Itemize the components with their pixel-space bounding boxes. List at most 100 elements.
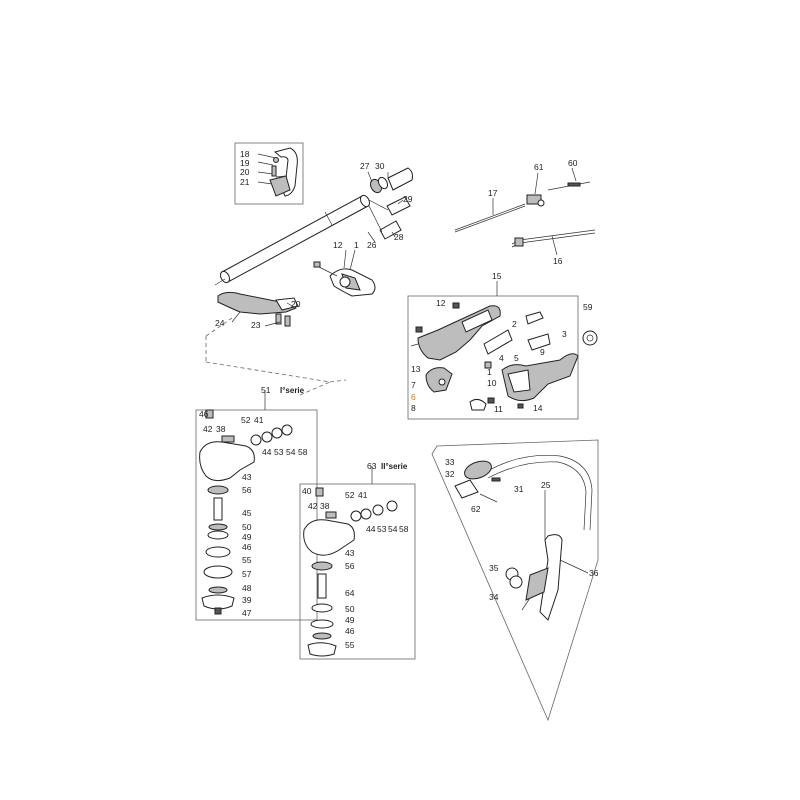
inset-frame	[234, 142, 304, 205]
callout-16: 16	[553, 256, 563, 266]
gearbox-second-series	[299, 483, 416, 660]
callout-20: 20	[240, 167, 250, 177]
callout-33: 33	[445, 457, 455, 467]
callout-45: 45	[242, 508, 252, 518]
callout-38: 38	[216, 424, 226, 434]
cap-part	[464, 460, 492, 480]
callout-63: 63	[367, 461, 377, 471]
callout-15: 15	[492, 271, 502, 281]
gear-head-part	[199, 441, 255, 482]
callout-41: 41	[358, 490, 368, 500]
gear-head-ii-part	[303, 519, 355, 556]
callout-18: 18	[240, 149, 250, 159]
callout-54: 54	[286, 447, 296, 457]
callout-53: 53	[274, 447, 284, 457]
series-label-first: I°serie	[280, 386, 305, 395]
callout-31: 31	[514, 484, 524, 494]
callout-41: 41	[254, 415, 264, 425]
series-label-second: II°serie	[381, 462, 408, 471]
callout-58: 58	[399, 524, 409, 534]
callout-52: 52	[241, 415, 251, 425]
callout-43: 43	[242, 472, 252, 482]
callout-14: 14	[533, 403, 543, 413]
callout-5: 5	[514, 353, 519, 363]
callout-52: 52	[345, 490, 355, 500]
throttle-housing-box	[407, 295, 598, 420]
shaft-clamp	[313, 261, 376, 297]
callout-25: 25	[541, 480, 551, 490]
callout-49: 49	[242, 532, 252, 542]
callout-4: 4	[499, 353, 504, 363]
callout-29: 29	[403, 194, 413, 204]
callout-46: 46	[199, 409, 209, 419]
callout-34: 34	[489, 592, 499, 602]
callout-64: 64	[345, 588, 355, 598]
callout-61: 61	[534, 162, 544, 172]
callout-59: 59	[583, 302, 593, 312]
throttle-cable-assembly	[454, 181, 596, 248]
housing-frame	[407, 295, 579, 420]
callout-21: 21	[240, 177, 250, 187]
callout-42: 42	[203, 424, 213, 434]
callout-1: 1	[354, 240, 359, 250]
callout-7: 7	[411, 380, 416, 390]
callout-46: 46	[345, 626, 355, 636]
coupling-part	[386, 196, 411, 216]
callout-62: 62	[471, 504, 481, 514]
handle-clamp-part	[269, 175, 291, 197]
sleeve-part	[379, 220, 402, 240]
handle-grip-assembly	[205, 291, 347, 396]
callout-10: 10	[487, 378, 497, 388]
callout-8: 8	[411, 403, 416, 413]
callout-32: 32	[445, 469, 455, 479]
callout-13: 13	[411, 364, 421, 374]
callout-51: 51	[261, 385, 271, 395]
callout-20: 20	[291, 299, 301, 309]
callout-38: 38	[320, 501, 330, 511]
callout-11: 11	[494, 404, 503, 414]
callout-47: 47	[242, 608, 252, 618]
callout-50: 50	[242, 522, 252, 532]
callout-30: 30	[375, 161, 385, 171]
flex-shaft-assembly	[431, 439, 599, 722]
leader-lines	[231, 167, 589, 574]
callout-53: 53	[377, 524, 387, 534]
callout-2: 2	[512, 319, 517, 329]
gearbox2-frame	[299, 483, 416, 660]
callout-40: 40	[302, 486, 312, 496]
callout-56: 56	[242, 485, 252, 495]
callout-54: 54	[388, 524, 398, 534]
gearbox-first-series	[195, 409, 318, 621]
callout-43: 43	[345, 548, 355, 558]
callout-49: 49	[345, 615, 355, 625]
callout-27: 27	[360, 161, 370, 171]
callout-23: 23	[251, 320, 261, 330]
callout-44: 44	[262, 447, 272, 457]
callout-24: 24	[215, 318, 225, 328]
callout-39: 39	[242, 595, 252, 605]
callout-58: 58	[298, 447, 308, 457]
callout-19: 19	[240, 158, 250, 168]
callout-44: 44	[366, 524, 376, 534]
callout-12: 12	[436, 298, 446, 308]
callout-12: 12	[333, 240, 343, 250]
callout-35: 35	[489, 563, 499, 573]
callout-57: 57	[242, 569, 252, 579]
callout-labels: 18 19 20 21 27 30 29 28 26 12 1 20 24 23…	[199, 149, 599, 650]
callout-36: 36	[589, 568, 599, 578]
callout-9: 9	[540, 347, 545, 357]
callout-56: 56	[345, 561, 355, 571]
callout-17: 17	[488, 188, 498, 198]
callout-55: 55	[345, 640, 355, 650]
callout-48: 48	[242, 583, 252, 593]
flex-shaft-frame	[431, 439, 599, 722]
callout-1: 1	[487, 367, 492, 377]
callout-3: 3	[562, 329, 567, 339]
callout-46: 46	[242, 542, 252, 552]
callout-42: 42	[308, 501, 318, 511]
callout-26: 26	[367, 240, 377, 250]
loop-handle-inset	[234, 142, 304, 205]
callout-6: 6	[411, 392, 416, 402]
tube-end-part	[387, 167, 413, 191]
